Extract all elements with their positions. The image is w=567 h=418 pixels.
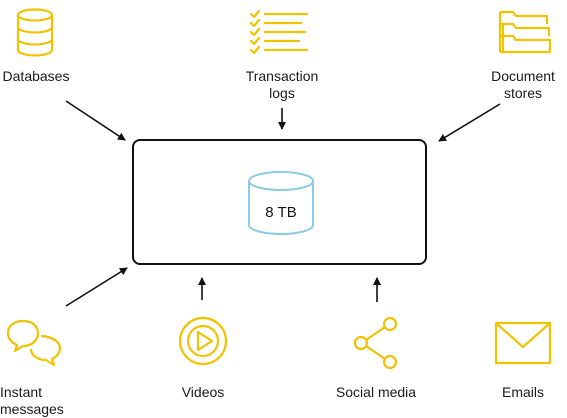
connector-arrows: [65, 100, 501, 307]
chat-bubbles-icon: [6, 319, 62, 367]
arrow-databases: [65, 100, 126, 141]
database-icon: [16, 8, 54, 57]
label-emails: Emails: [501, 384, 544, 400]
central-storage-box: [132, 139, 427, 265]
label-document-stores-line1: Document: [491, 68, 555, 84]
play-icon: [178, 316, 228, 366]
share-icon: [353, 316, 398, 370]
cylinder-icon: [248, 171, 314, 235]
label-databases: Databases: [2, 68, 70, 84]
arrow-instant-messages: [65, 267, 128, 307]
label-transaction-logs-line2: logs: [269, 85, 295, 101]
label-social-media: Social media: [335, 384, 417, 400]
label-videos: Videos: [181, 384, 225, 400]
label-instant-messages-line2: messages: [0, 401, 64, 417]
label-instant-messages-line1: Instant: [0, 384, 43, 400]
label-transaction-logs-line1: Transaction: [245, 68, 319, 84]
storage-capacity: 8 TB: [265, 204, 297, 221]
arrow-document-stores: [438, 103, 501, 142]
label-document-stores: Document stores: [478, 68, 567, 102]
label-instant-messages: Instant messages: [0, 384, 72, 418]
envelope-icon: [494, 321, 552, 365]
label-document-stores-line2: stores: [503, 85, 543, 101]
label-transaction-logs: Transaction logs: [232, 68, 332, 102]
checklist-icon: [249, 10, 309, 55]
folders-icon: [498, 10, 552, 54]
